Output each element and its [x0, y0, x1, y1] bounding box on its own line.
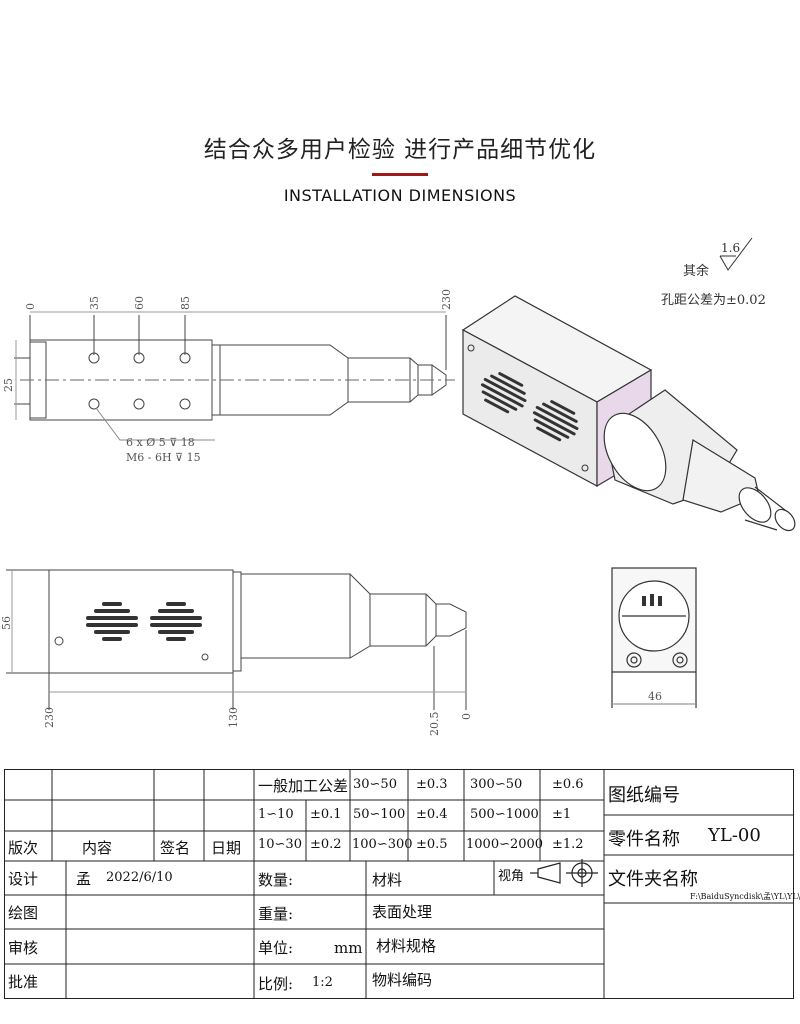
page-title: 结合众多用户检验 进行产品细节优化 [203, 137, 597, 163]
dim-top-35: 35 [88, 296, 101, 310]
hole-note-2: M6 - 6H ⊽ 15 [126, 451, 201, 464]
weight-label: 重量: [258, 905, 294, 923]
rev-header-signature: 签名 [160, 839, 191, 857]
drawing-number-label: 图纸编号 [608, 785, 680, 806]
dim-end-46: 46 [648, 690, 662, 703]
tol-r1-c0: 1∽10 [258, 807, 294, 822]
view-angle-label: 视角 [498, 869, 525, 884]
roughness-value: 1.6 [721, 241, 741, 255]
rev-header-date: 日期 [211, 839, 242, 857]
rev-header-content: 内容 [82, 839, 113, 857]
title-divider [372, 173, 428, 176]
tol-r0-c3: ±0.6 [552, 777, 584, 792]
material-code-label: 物料编码 [372, 971, 433, 989]
part-name-value: YL-00 [708, 825, 761, 846]
part-name-label: 零件名称 [608, 829, 680, 850]
hole-note-1: 6 x Ø 5 ⊽ 18 [126, 436, 195, 449]
dim-bottom-230: 230 [43, 707, 56, 728]
front-view-drawing: 56 230 130 20.5 0 [0, 569, 473, 737]
page-subtitle: INSTALLATION DIMENSIONS [283, 186, 517, 205]
tol-r1-c3: ±0.4 [416, 807, 448, 822]
title-block: 一般加工公差 30∽50 ±0.3 300∽50 ±0.6 1∽10 ±0.1 … [4, 769, 800, 999]
tol-r0-c1: ±0.3 [416, 777, 448, 792]
tol-r1-c1: ±0.1 [310, 807, 342, 822]
tol-r2-c1: ±0.2 [310, 837, 342, 852]
tol-r1-c4: 500∽1000 [470, 807, 539, 822]
rest-label: 其余 [683, 264, 710, 279]
folder-path: F:\BaiduSyncdisk\孟\YL\YL\ [690, 892, 800, 901]
isometric-view [461, 295, 796, 532]
tol-r2-c0: 10∽30 [258, 837, 302, 852]
top-view-drawing: 0 35 60 85 230 25 6 x Ø 5 ⊽ 18 M6 - 6H ⊽… [2, 289, 455, 464]
dim-bottom-0: 0 [460, 713, 473, 720]
dim-top-0: 0 [24, 303, 37, 310]
surface-label: 表面处理 [372, 903, 433, 921]
folder-label: 文件夹名称 [608, 869, 698, 890]
dim-front-56: 56 [0, 616, 13, 630]
dim-top-85: 85 [179, 296, 192, 310]
dim-top-230: 230 [440, 289, 453, 310]
qty-label: 数量: [258, 871, 294, 889]
material-spec-label: 材料规格 [376, 937, 437, 955]
row-approve-label: 批准 [8, 973, 39, 991]
tol-r1-c2: 50∽100 [353, 807, 406, 822]
tol-r2-c4: 1000∽2000 [466, 837, 544, 852]
hole-tolerance-note: 孔距公差为±0.02 [661, 293, 766, 308]
scale-label: 比例: [258, 975, 294, 993]
tol-r1-c5: ±1 [552, 807, 572, 822]
dim-left-25: 25 [2, 378, 15, 392]
dim-bottom-20-5: 20.5 [428, 712, 441, 737]
material-label: 材料 [372, 871, 403, 889]
tol-r2-c3: ±0.5 [416, 837, 448, 852]
rev-header-version: 版次 [8, 839, 39, 857]
unit-label: 单位: [258, 939, 294, 957]
design-date: 2022/6/10 [106, 870, 173, 885]
scale-value: 1:2 [312, 975, 333, 990]
tol-r2-c5: ±1.2 [552, 837, 584, 852]
row-design-label: 设计 [8, 870, 39, 888]
unit-value: mm [334, 939, 363, 957]
tol-r0-c2: 300∽50 [470, 777, 523, 792]
row-draw-label: 绘图 [8, 904, 39, 922]
tol-r0-c0: 30∽50 [353, 777, 397, 792]
dim-top-60: 60 [133, 296, 146, 310]
end-view-drawing: 46 [611, 567, 697, 708]
general-tolerance-label: 一般加工公差 [258, 777, 349, 795]
designer-name: 孟 [76, 870, 92, 888]
roughness-symbol [719, 237, 753, 271]
projection-symbol-icon [530, 859, 598, 887]
row-review-label: 审核 [8, 939, 39, 957]
dim-bottom-130: 130 [227, 707, 240, 728]
tol-r2-c2: 100∽300 [352, 837, 413, 852]
